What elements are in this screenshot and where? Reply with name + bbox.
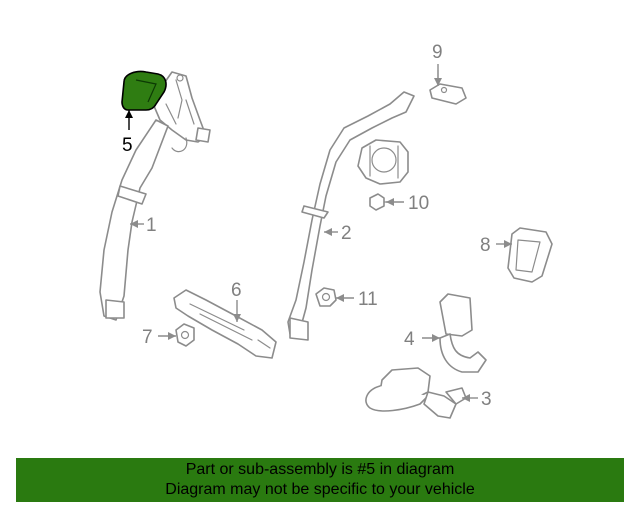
arrow-6 xyxy=(233,314,241,322)
banner-line-disclaimer: Diagram may not be specific to your vehi… xyxy=(165,481,475,498)
arrow-11 xyxy=(336,294,344,302)
callout-2: 2 xyxy=(341,223,352,244)
leader-lines xyxy=(130,64,512,402)
callout-8: 8 xyxy=(480,235,491,256)
part-9-bracket xyxy=(429,69,467,105)
callout-1: 1 xyxy=(146,215,157,236)
arrow-1 xyxy=(130,220,138,228)
callout-10: 10 xyxy=(408,193,429,214)
callout-6: 6 xyxy=(231,280,242,301)
arrow-8 xyxy=(504,240,512,248)
banner-line-part: Part or sub-assembly is #5 in diagram xyxy=(185,461,455,478)
callout-9: 9 xyxy=(432,42,443,63)
callout-3: 3 xyxy=(481,389,492,410)
disclaimer-banner: Part or sub-assembly is #5 in diagram Di… xyxy=(16,458,624,502)
part-5-cover-shape xyxy=(121,70,167,111)
arrow-10 xyxy=(386,198,394,206)
arrow-4 xyxy=(432,334,440,342)
part-2-center-seat-belt xyxy=(287,91,415,341)
part-8-trim-cover xyxy=(507,227,553,283)
callout-7: 7 xyxy=(142,327,153,348)
part-5-highlighted-guide-cover xyxy=(121,70,167,111)
callout-5: 5 xyxy=(122,135,133,156)
part-6-anchor-plate xyxy=(173,289,277,359)
arrow-9 xyxy=(434,78,442,86)
arrow-2 xyxy=(324,228,332,236)
part-4-buckle xyxy=(439,293,487,373)
part-7-nut xyxy=(175,323,195,347)
part-11-nut xyxy=(315,287,337,307)
arrow-7 xyxy=(168,332,176,340)
callout-4: 4 xyxy=(404,329,415,350)
callout-11: 11 xyxy=(358,289,378,310)
arrow-3 xyxy=(462,394,470,402)
part-1-left-seat-belt xyxy=(99,71,211,321)
part-3-buckle-strap xyxy=(365,367,467,419)
arrow-5 xyxy=(125,110,133,118)
